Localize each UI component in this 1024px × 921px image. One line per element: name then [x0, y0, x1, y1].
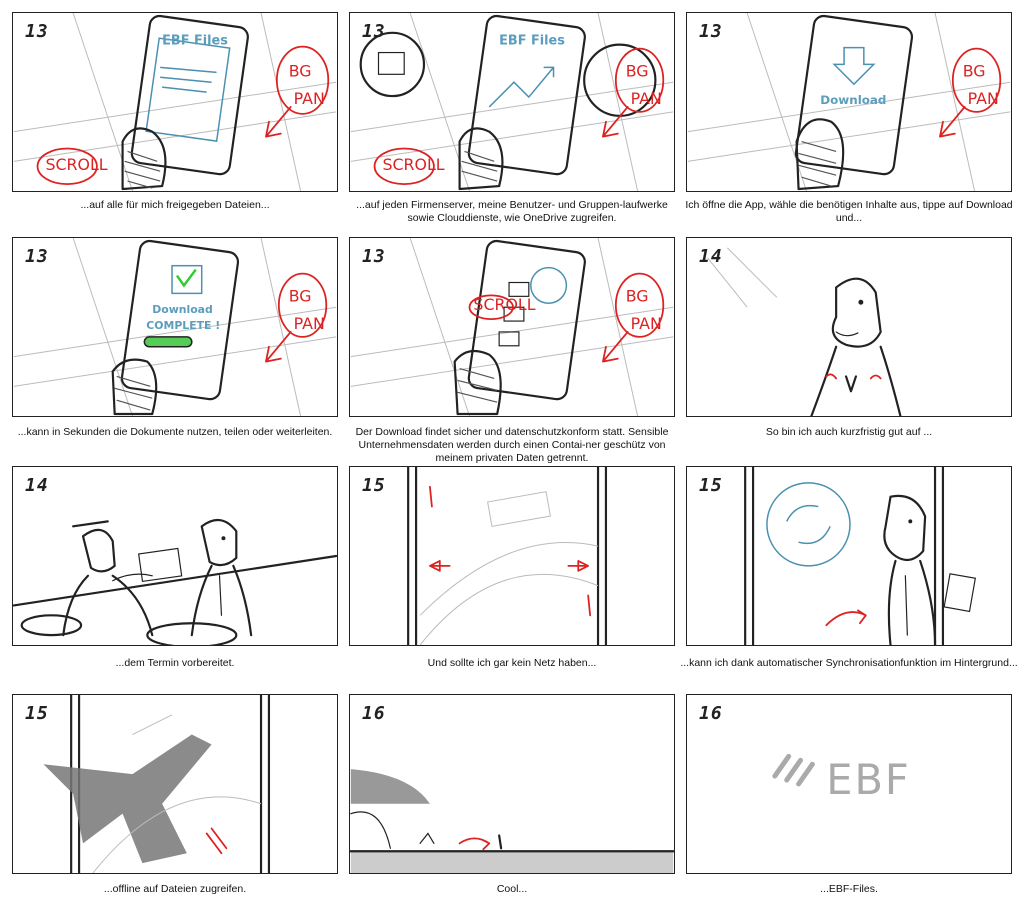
caption-9: ...kann ich dank automatischer Synchroni…: [680, 657, 1018, 669]
scene-number: 13: [362, 246, 386, 267]
scene-number: 14: [25, 475, 49, 496]
note-pan: PAN: [294, 314, 325, 333]
scene-number: 15: [25, 703, 49, 724]
scene-number: 15: [699, 475, 723, 496]
panel-1-sketch: EBF Files BG PAN SCROLL: [13, 13, 337, 191]
screen-title: EBF Files: [162, 34, 228, 49]
panel-2-sketch: EBF Files BG PAN SCROLL: [350, 13, 674, 191]
panel-10-sketch: [43, 695, 271, 873]
scene-number: 14: [699, 246, 723, 267]
caption-12: ...EBF-Files.: [820, 883, 878, 895]
storyboard-panel-6: 14: [686, 237, 1012, 417]
panel-5-sketch: SCROLL BG PAN: [350, 238, 674, 416]
note-pan: PAN: [294, 89, 325, 108]
storyboard-panel-3: Download BG PAN 13: [686, 12, 1012, 192]
note-bg: BG: [963, 61, 986, 80]
caption-3: Ich öffne die App, wähle die benötigen I…: [685, 199, 1013, 224]
panel-6-sketch: [707, 247, 902, 416]
panel-9-sketch: [744, 467, 977, 645]
note-pan: PAN: [631, 89, 662, 108]
screen-title: Download: [820, 93, 886, 107]
panel-3-sketch: Download BG PAN: [687, 13, 1011, 191]
scene-number: 16: [362, 703, 386, 724]
storyboard-panel-1: EBF Files BG PAN SCROLL 13: [12, 12, 338, 192]
storyboard-panel-9: 15: [686, 466, 1012, 646]
panel-7-sketch: [13, 518, 337, 645]
caption-1: ...auf alle für mich freigegeben Dateien…: [80, 199, 270, 211]
scene-number: 16: [699, 703, 723, 724]
ebf-logo: EBF: [826, 755, 911, 804]
caption-5: Der Download findet sicher und datenschu…: [355, 426, 669, 464]
note-bg: BG: [626, 61, 649, 80]
caption-6: So bin ich auch kurzfristig gut auf ...: [765, 426, 933, 438]
storyboard-panel-11: 16: [349, 694, 675, 874]
note-bg: BG: [626, 286, 649, 305]
scene-number: 13: [362, 21, 386, 42]
scene-number: 13: [25, 246, 49, 267]
storyboard-panel-8: 15: [349, 466, 675, 646]
caption-2: ...auf jeden Firmenserver, meine Benutze…: [356, 199, 668, 224]
note-pan: PAN: [631, 314, 662, 333]
screen-line-2: COMPLETE !: [146, 319, 220, 332]
storyboard-panel-7: 14: [12, 466, 338, 646]
note-bg: BG: [289, 286, 312, 305]
storyboard-panel-5: SCROLL BG PAN 13: [349, 237, 675, 417]
screen-line-1: Download: [152, 303, 213, 316]
storyboard-panel-12: EBF 16: [686, 694, 1012, 874]
note-bg: BG: [289, 61, 312, 80]
scene-number: 13: [25, 21, 49, 42]
caption-11: Cool...: [496, 883, 528, 895]
panel-8-sketch: [407, 467, 608, 645]
scene-number: 13: [699, 21, 723, 42]
caption-10: ...offline auf Dateien zugreifen.: [103, 883, 247, 895]
complete-bar: [143, 336, 193, 348]
panel-4-sketch: Download COMPLETE ! BG PAN: [13, 238, 337, 416]
caption-8: Und sollte ich gar kein Netz haben...: [427, 657, 597, 669]
note-scroll: SCROLL: [45, 155, 107, 174]
note-scroll: SCROLL: [382, 155, 444, 174]
panel-11-sketch: [350, 769, 674, 873]
note-scroll: SCROLL: [473, 295, 535, 314]
screen-title: EBF Files: [499, 34, 565, 49]
scene-number: 15: [362, 475, 386, 496]
caption-4: ...kann in Sekunden die Dokumente nutzen…: [17, 426, 333, 438]
storyboard-panel-4: Download COMPLETE ! BG PAN 13: [12, 237, 338, 417]
storyboard-panel-2: EBF Files BG PAN SCROLL 13: [349, 12, 675, 192]
panel-12-sketch: EBF: [772, 753, 911, 804]
caption-7: ...dem Termin vorbereitet.: [115, 657, 235, 669]
note-pan: PAN: [968, 89, 999, 108]
storyboard-panel-10: 15: [12, 694, 338, 874]
